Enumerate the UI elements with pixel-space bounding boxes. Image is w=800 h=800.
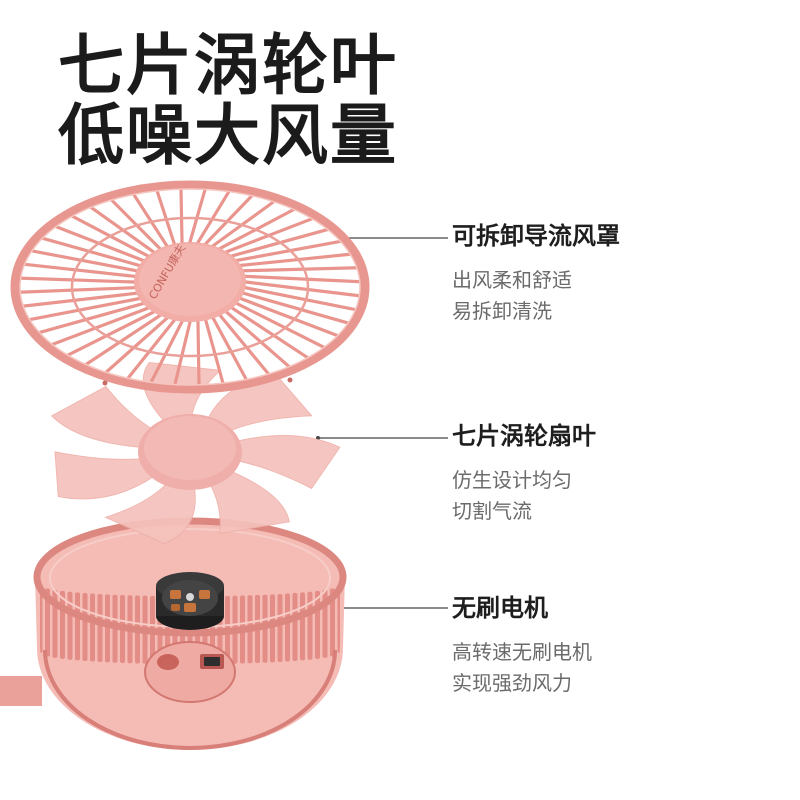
headline-line-2: 低噪大风量: [58, 97, 398, 174]
front-guard-ring: [10, 180, 370, 394]
impeller-blade: [203, 375, 313, 436]
front-guard-spoke: [204, 193, 255, 246]
front-guard-spoke: [29, 249, 138, 273]
front-guard-spoke: [18, 276, 136, 284]
callout-desc-motor-1: 高转速无刷电机: [452, 640, 592, 664]
front-guard-spoke: [36, 302, 145, 335]
front-guard-spoke: [243, 274, 363, 284]
front-guard-spoke: [155, 188, 176, 246]
rear-grille-slat: [337, 585, 340, 653]
rear-grille-slat: [40, 585, 43, 653]
front-guard-spoke: [242, 291, 351, 325]
rear-grille-slat: [45, 588, 50, 657]
front-guard-spoke: [65, 310, 155, 358]
front-guard-spoke: [27, 297, 141, 322]
front-guard-spoke: [88, 205, 155, 254]
impeller-blade: [54, 451, 163, 500]
rear-grille-slat: [315, 590, 320, 659]
front-guard-spoke: [22, 262, 137, 278]
rear-grille-slat: [292, 592, 298, 661]
callout-title-blade: 七片涡轮扇叶: [452, 422, 596, 450]
impeller-blade: [205, 466, 290, 535]
brushless-motor: [156, 572, 224, 630]
rear-housing: [33, 517, 347, 750]
callout-desc-guard-1: 出风柔和舒适: [452, 268, 572, 292]
front-guard-spoke: [109, 197, 162, 250]
front-guard-spoke: [20, 291, 138, 308]
callout-blade: 七片涡轮扇叶 仿生设计均匀 切割气流: [452, 421, 792, 527]
impeller-blade: [142, 361, 222, 429]
callout-desc-blade-2: 切割气流: [452, 499, 532, 523]
rear-grille-slat: [75, 592, 80, 661]
rear-grille-slat: [330, 588, 335, 657]
rear-grille-slat: [97, 593, 103, 662]
front-guard-spoke: [243, 286, 358, 312]
rear-grille-slat: [285, 593, 290, 662]
impeller-blade: [104, 477, 196, 545]
rear-grille-slat: [60, 590, 65, 659]
callout-desc-blade-1: 仿生设计均匀: [452, 468, 572, 492]
impeller-blade: [225, 435, 341, 490]
front-guard-spoke: [148, 319, 184, 385]
front-guard-spoke: [125, 318, 176, 381]
rear-grille-slat: [90, 593, 95, 662]
front-guard-spoke: [225, 310, 292, 369]
callout-desc-motor-2: 实现强劲风力: [452, 671, 572, 695]
callout-motor: 无刷电机 高转速无刷电机 实现强劲风力: [452, 593, 792, 699]
front-guard-spoke: [196, 319, 201, 388]
front-guard-spoke: [244, 280, 362, 298]
front-guard: CONFU康夫: [10, 180, 370, 394]
front-guard-spoke: [218, 314, 271, 377]
front-guard-spoke: [173, 320, 192, 388]
front-guard-spoke: [103, 316, 169, 375]
impeller-blade: [50, 385, 161, 449]
front-guard-spoke: [211, 199, 277, 248]
front-guard-spoke: [242, 266, 360, 273]
fan-support-arm: [0, 676, 42, 706]
front-guard-spoke: [239, 252, 353, 267]
front-guard-spoke: [83, 314, 162, 367]
front-guard-spoke: [239, 297, 341, 338]
callout-desc-guard-2: 易拆卸清洗: [452, 299, 552, 323]
callout-guard: 可拆卸导流风罩 出风柔和舒适 易拆卸清洗: [452, 221, 792, 327]
front-guard-spoke: [218, 207, 297, 250]
rear-grille-slat: [270, 594, 275, 663]
seven-blade-impeller: [50, 361, 341, 545]
front-guard-spoke: [230, 306, 311, 360]
headline-line-1: 七片涡轮叶: [58, 27, 398, 104]
motor-mount: [144, 641, 236, 703]
rear-grille-slat: [105, 594, 110, 663]
front-guard-spoke: [211, 316, 249, 382]
front-guard-spoke: [17, 286, 137, 294]
front-guard-spoke: [204, 318, 225, 386]
front-guard-spoke: [49, 306, 150, 347]
front-guard-spoke: [131, 192, 169, 248]
rear-grille-slat: [82, 592, 88, 661]
callout-title-motor: 无刷电机: [452, 594, 548, 622]
front-guard-spoke: [179, 186, 184, 245]
front-guard-spoke: [235, 302, 327, 350]
front-guard-spoke: [188, 186, 207, 244]
callout-title-guard: 可拆卸导流风罩: [452, 222, 620, 250]
rear-grille-slat: [277, 593, 283, 662]
rear-grille-slat: [300, 592, 305, 661]
front-guard-spoke: [196, 189, 232, 245]
